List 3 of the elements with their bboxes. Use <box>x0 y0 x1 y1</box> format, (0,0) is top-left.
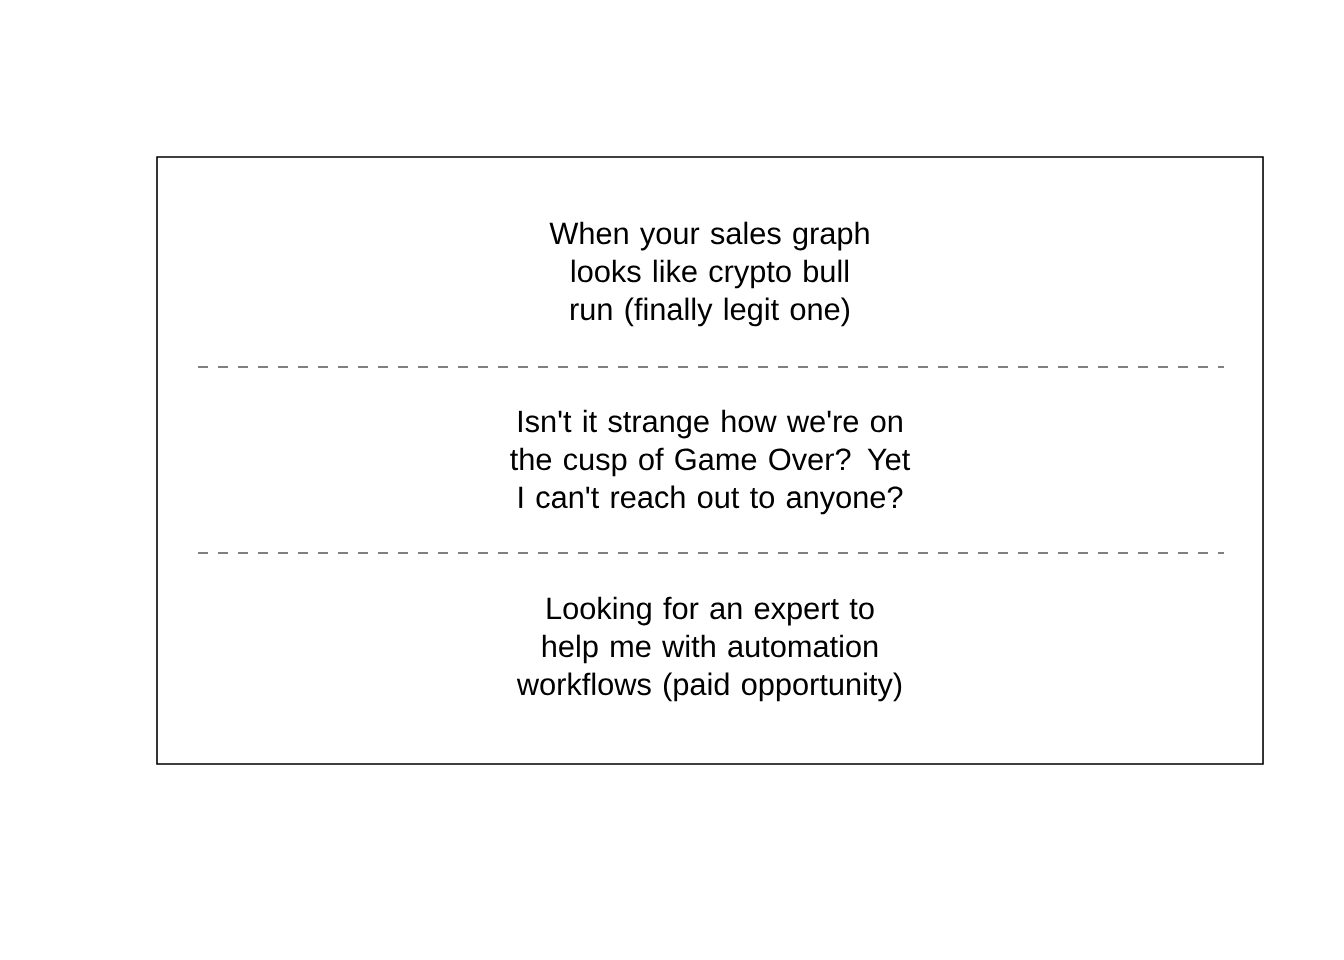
card-text: Isn't it strange how we're on the cusp of Game Over? Yet I can't reach out to anyone? <box>510 409 911 515</box>
card-text: When your sales graph looks like crypto bull run (finally legit one) <box>549 221 869 327</box>
card-text: Looking for an expert to help me with automation workflows (paid opportunity) <box>516 596 902 702</box>
